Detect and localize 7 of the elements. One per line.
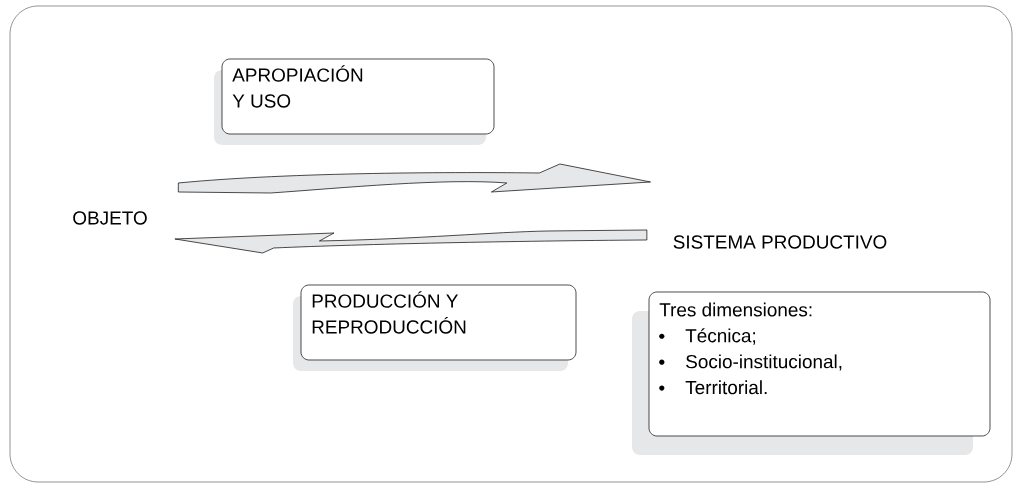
node-label: OBJETO [73, 211, 147, 225]
process-box: APROPIACIÓN Y USO [214, 58, 495, 145]
process-box: PRODUCCIÓN Y REPRODUCCIÓN [293, 284, 577, 371]
list-box: Tres dimensiones: Técnica; Socio-institucional, Territorial. [632, 291, 991, 455]
node-label: SISTEMA PRODUCTIVO [673, 235, 887, 249]
block-arrow [178, 163, 651, 194]
block-arrow [174, 229, 648, 254]
